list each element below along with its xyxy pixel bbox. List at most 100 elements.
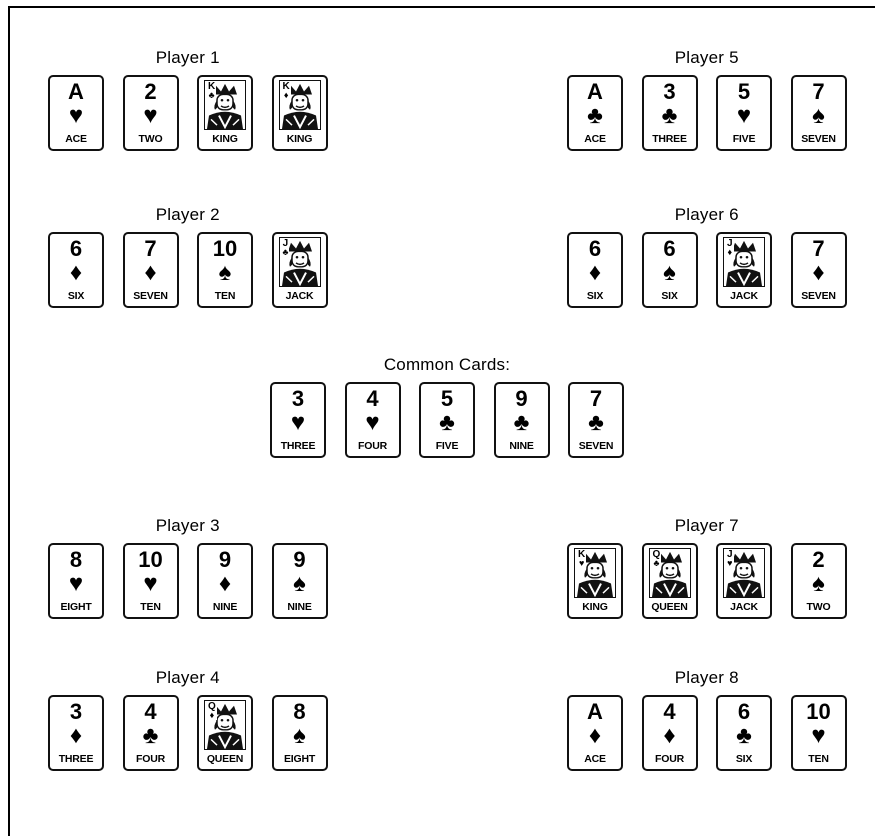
playing-card[interactable]: 9♠NINE [272,543,328,619]
playing-card[interactable]: A♥ ACE [48,75,104,151]
playing-card[interactable]: 10♠TEN [197,232,253,308]
card-label: SIX [644,290,696,302]
card-label: NINE [496,440,548,452]
card-rank: 6 [50,238,102,260]
card-rank: 7 [570,388,622,410]
playing-card[interactable]: Q♣QUEEN [642,543,698,619]
playing-card[interactable]: J♦JACK [716,232,772,308]
diamond-suit-icon: ♦ [50,261,102,285]
playing-card[interactable]: 5♣FIVE [419,382,475,458]
card-rank: A [569,701,621,723]
player-hand: Player 1A♥ACE2♥TWO K♣KING K♦KING [48,48,328,153]
face-card-art: J♣ [279,237,321,287]
playing-card[interactable]: 7♠SEVEN [791,75,847,151]
card-row: A♣ACE3♣THREE5♥FIVE7♠SEVEN [567,75,847,151]
playing-card[interactable]: K♦ KING [272,75,328,151]
playing-card[interactable]: 4♣FOUR [123,695,179,771]
playing-card[interactable]: Q♦ QUEEN [197,695,253,771]
spade-suit-icon: ♠ [274,724,326,748]
playing-card[interactable]: K♥KING [567,543,623,619]
card-rank: 9 [496,388,548,410]
playing-card[interactable]: J♣ JACK [272,232,328,308]
card-label: JACK [274,290,326,302]
heart-suit-icon: ♥ [50,572,102,596]
playing-card[interactable]: 9♦ NINE [197,543,253,619]
card-rank: 5 [421,388,473,410]
card-label: THREE [644,133,696,145]
card-rank: 4 [347,388,399,410]
card-label: QUEEN [199,753,251,765]
playing-card[interactable]: 7♦SEVEN [123,232,179,308]
playing-card[interactable]: 7♦SEVEN [791,232,847,308]
playing-card[interactable]: 8♥ EIGHT [48,543,104,619]
card-label: SIX [50,290,102,302]
club-suit-icon: ♣ [208,91,215,100]
card-row: 6♦ SIX 7♦SEVEN 10♠TEN J♣ JACK [48,232,328,308]
diamond-suit-icon: ♦ [208,711,216,720]
playing-card[interactable]: 10♥TEN [791,695,847,771]
card-rank: 2 [125,81,177,103]
face-card-art: K♦ [279,80,321,130]
playing-card[interactable]: A♣ACE [567,75,623,151]
card-label: KING [274,133,326,145]
face-card-art: J♥ [723,548,765,598]
playing-card[interactable]: 8♠EIGHT [272,695,328,771]
card-label: FIVE [421,440,473,452]
playing-card[interactable]: 2♠TWO [791,543,847,619]
player-title: Player 7 [567,516,847,536]
club-suit-icon: ♣ [496,411,548,435]
card-row: K♥KING Q♣QUEEN J♥JACK 2♠TWO [567,543,847,619]
card-label: NINE [199,601,251,613]
card-rank: 8 [274,701,326,723]
player-title: Player 6 [567,205,847,225]
playing-card[interactable]: 9♣ NINE [494,382,550,458]
playing-card[interactable]: 6♣SIX [716,695,772,771]
card-label: THREE [50,753,102,765]
playing-card[interactable]: 4♥FOUR [345,382,401,458]
club-suit-icon: ♣ [570,411,622,435]
playing-card[interactable]: 3♦THREE [48,695,104,771]
playing-card[interactable]: 7♣SEVEN [568,382,624,458]
card-label: FOUR [347,440,399,452]
card-label: TWO [125,133,177,145]
card-rank: 9 [199,549,251,571]
playing-card[interactable]: 3♥THREE [270,382,326,458]
playing-card[interactable]: 6♠SIX [642,232,698,308]
card-rank: 10 [125,549,177,571]
player-title: Player 4 [48,668,328,688]
playing-card[interactable]: 3♣THREE [642,75,698,151]
heart-suit-icon: ♥ [50,104,102,128]
card-rank: 7 [125,238,177,260]
heart-suit-icon: ♥ [125,104,177,128]
card-rank: A [50,81,102,103]
card-label: ACE [569,133,621,145]
diamond-suit-icon: ♦ [569,261,621,285]
playing-card[interactable]: 6♦ SIX [48,232,104,308]
spade-suit-icon: ♠ [274,572,326,596]
playing-card[interactable]: A♦ ACE [567,695,623,771]
card-label: SIX [569,290,621,302]
playing-card[interactable]: 4♦FOUR [642,695,698,771]
card-label: EIGHT [50,601,102,613]
card-label: ACE [50,133,102,145]
playing-card[interactable]: J♥JACK [716,543,772,619]
face-card-art: Q♦ [204,700,246,750]
playing-card[interactable]: 5♥FIVE [716,75,772,151]
card-label: QUEEN [644,601,696,613]
diamond-suit-icon: ♦ [199,572,251,596]
card-label: ACE [569,753,621,765]
club-suit-icon: ♣ [283,248,289,257]
card-label: KING [199,133,251,145]
playing-card[interactable]: 6♦SIX [567,232,623,308]
playing-card[interactable]: 2♥ TWO [123,75,179,151]
heart-suit-icon: ♥ [718,104,770,128]
playing-card[interactable]: K♣KING [197,75,253,151]
card-rank: 8 [50,549,102,571]
club-suit-icon: ♣ [569,104,621,128]
card-corner-index: K♦ [282,82,291,100]
playing-card[interactable]: 10♥TEN [123,543,179,619]
heart-suit-icon: ♥ [125,572,177,596]
diamond-suit-icon: ♦ [569,724,621,748]
card-rank: 10 [793,701,845,723]
